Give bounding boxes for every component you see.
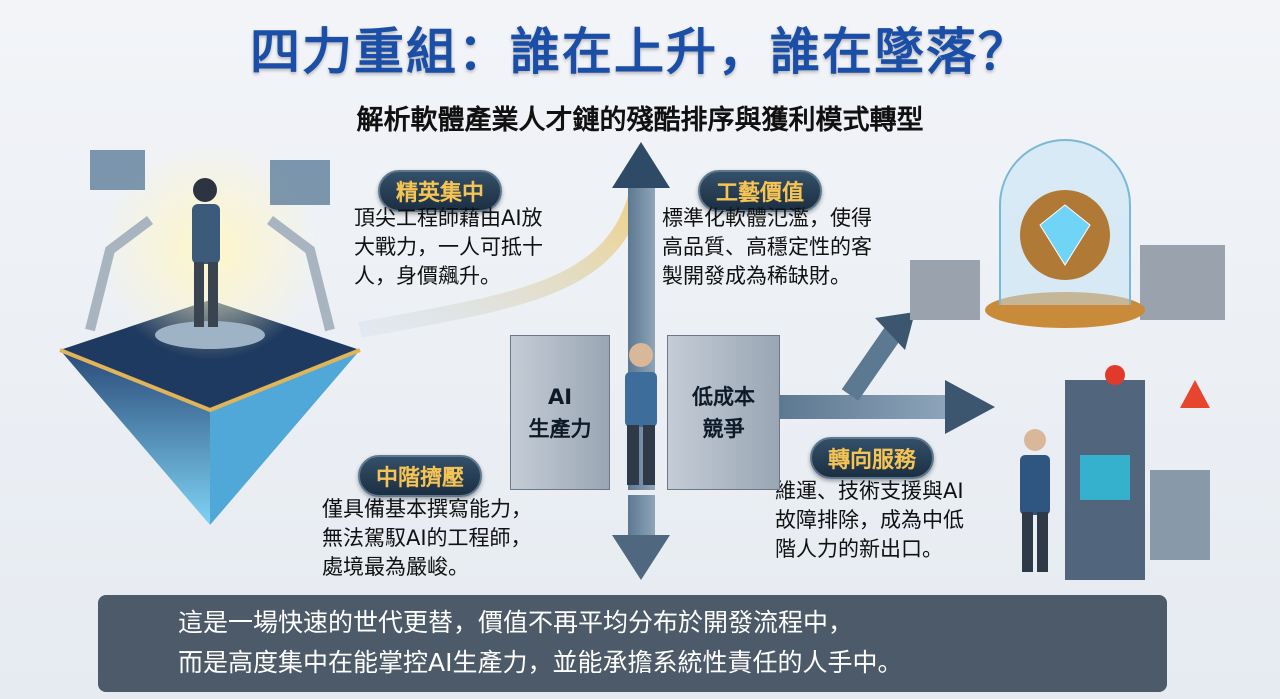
desc-craft-value: 標準化軟體氾濫，使得高品質、高穩定性的客製開發成為稀缺財。 bbox=[662, 204, 872, 291]
badge-mid-level-squeeze: 中階擠壓 bbox=[358, 455, 483, 497]
desc-line: 頂尖工程師藉由AI放 bbox=[354, 206, 543, 230]
desc-line: 故障排除，成為中低 bbox=[775, 508, 964, 532]
service-technician-server-illustration bbox=[1020, 365, 1210, 580]
desc-line: 標準化軟體氾濫，使得 bbox=[662, 206, 872, 230]
desc-line: 人，身價飆升。 bbox=[354, 264, 501, 288]
block-label: 低成本 bbox=[692, 384, 755, 409]
desc-line: 維運、技術支援與AI bbox=[775, 479, 964, 503]
block-label: 生產力 bbox=[528, 416, 592, 441]
right-arrow-shaft bbox=[780, 395, 950, 419]
low-cost-competition-block: 低成本競爭 bbox=[667, 335, 780, 490]
desc-line: 階人力的新出口。 bbox=[775, 537, 943, 561]
ai-productivity-block: AI 生產力 bbox=[510, 335, 610, 490]
desc-line: 僅具備基本撰寫能力， bbox=[322, 497, 532, 521]
down-arrow-head bbox=[612, 535, 670, 580]
badge-elite-concentration: 精英集中 bbox=[378, 170, 503, 212]
desc-line: 處境最為嚴峻。 bbox=[322, 555, 469, 579]
desc-line: 高品質、高穩定性的客 bbox=[662, 235, 872, 259]
crafted-value-gem-dome-illustration bbox=[910, 139, 1225, 328]
page-title: 四力重組：誰在上升，誰在墜落？ bbox=[250, 23, 1030, 81]
squeezed-engineer-illustration bbox=[625, 343, 657, 485]
page-subtitle: 解析軟體產業人才鏈的殘酷排序與獲利模式轉型 bbox=[356, 105, 924, 136]
up-right-arrow bbox=[841, 324, 904, 401]
up-arrow-head bbox=[612, 142, 670, 188]
desc-shift-to-service: 維運、技術支援與AI 故障排除，成為中低階人力的新出口。 bbox=[775, 477, 964, 564]
banner-line: 這是一場快速的世代更替，價值不再平均分布於開發流程中， bbox=[178, 608, 854, 637]
badge-shift-to-service: 轉向服務 bbox=[810, 437, 935, 479]
right-arrow-head bbox=[945, 380, 995, 434]
conclusion-banner: 這是一場快速的世代更替，價值不再平均分布於開發流程中， 而是高度集中在能掌控AI… bbox=[98, 595, 1167, 692]
desc-mid-level-squeeze: 僅具備基本撰寫能力， 無法駕馭AI的工程師， 處境最為嚴峻。 bbox=[322, 495, 532, 582]
desc-line: 大戰力，一人可抵十 bbox=[354, 235, 543, 259]
elite-engineer-platform-illustration bbox=[59, 140, 361, 525]
desc-line: 無法駕馭AI的工程師， bbox=[322, 526, 532, 550]
desc-elite-concentration: 頂尖工程師藉由AI放大戰力，一人可抵十人，身價飆升。 bbox=[354, 204, 543, 291]
desc-line: 製開發成為稀缺財。 bbox=[662, 264, 851, 288]
banner-line: 而是高度集中在能掌控AI生產力，並能承擔系統性責任的人手中。 bbox=[178, 648, 903, 677]
block-label: 競爭 bbox=[702, 416, 745, 441]
rising-curve-arrow bbox=[358, 178, 648, 338]
block-label: AI bbox=[547, 384, 573, 409]
down-arrow-shaft bbox=[628, 495, 655, 540]
badge-craft-value: 工藝價值 bbox=[698, 170, 823, 212]
